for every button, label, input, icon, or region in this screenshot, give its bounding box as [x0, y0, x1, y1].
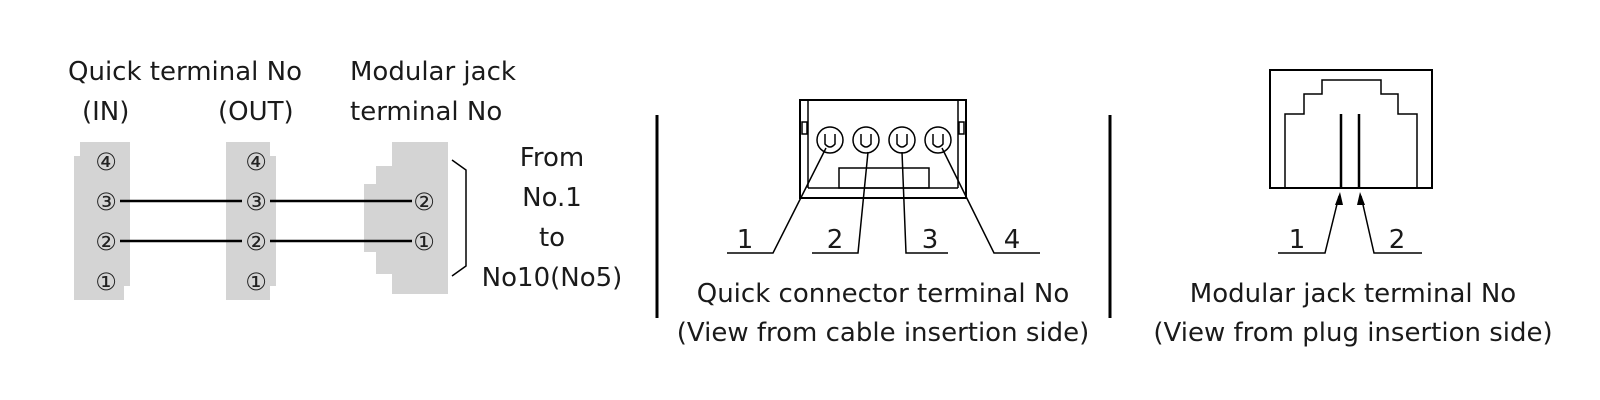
quick-pin-number-4: 4	[1004, 225, 1021, 255]
in-block-notch	[124, 286, 130, 300]
quick-connector-pin-2	[852, 126, 880, 154]
out-block-notch	[270, 142, 276, 156]
quick-connector-housing	[799, 99, 967, 199]
quick-pin-number-3: 3	[922, 225, 939, 255]
range-line-3: to	[539, 223, 565, 253]
out-terminal-4: ④	[245, 148, 267, 176]
housing-clip-left	[801, 121, 808, 135]
modular-jack-block: ② ①	[364, 142, 448, 294]
jack-block-body	[364, 142, 448, 294]
range-bracket	[451, 159, 467, 277]
jack-leader-2-arrow	[1357, 192, 1365, 205]
jack-leader-2	[1360, 195, 1422, 254]
housing-clip-right	[958, 121, 965, 135]
in-block-notch	[74, 142, 80, 156]
jack-terminal-1: ①	[413, 228, 435, 256]
out-terminal-1: ①	[245, 268, 267, 296]
quick-connector-pin-4	[924, 126, 952, 154]
in-terminal-3: ③	[95, 188, 117, 216]
quick-connector-caption-line2: (View from cable insertion side)	[677, 318, 1090, 348]
jack-pin-number-1: 1	[1289, 225, 1306, 255]
out-heading: (OUT)	[218, 97, 294, 127]
out-block-body	[226, 142, 276, 300]
modular-jack-caption-line2: (View from plug insertion side)	[1153, 318, 1552, 348]
range-line-4: No10(No5)	[482, 263, 623, 293]
out-terminal-3: ③	[245, 188, 267, 216]
modular-jack-caption-line1: Modular jack terminal No	[1190, 279, 1516, 309]
in-heading: (IN)	[82, 97, 129, 127]
range-line-2: No.1	[522, 183, 582, 213]
in-terminal-2: ②	[95, 228, 117, 256]
leader-4	[941, 147, 1040, 254]
in-terminal-block: ④ ③ ② ①	[74, 142, 130, 300]
leader-3	[901, 151, 948, 254]
quick-connector-section: 1 2 3 4 Quick connector terminal No (Vie…	[677, 99, 1090, 348]
in-terminal-1: ①	[95, 268, 117, 296]
jack-terminal-2: ②	[413, 188, 435, 216]
in-terminal-4: ④	[95, 148, 117, 176]
range-line-1: From	[520, 143, 584, 173]
modular-jack-heading-line2: terminal No	[350, 97, 502, 127]
out-terminal-2: ②	[245, 228, 267, 256]
leader-2	[812, 151, 869, 254]
modular-jack-section: 1 2 Modular jack terminal No (View from …	[1153, 69, 1553, 348]
modular-jack-outline	[1269, 69, 1433, 189]
wiring-section: Quick terminal No (IN) (OUT) Modular jac…	[68, 57, 622, 300]
jack-pin-number-2: 2	[1389, 225, 1406, 255]
quick-connector-caption-line1: Quick connector terminal No	[697, 279, 1070, 309]
leader-1	[727, 147, 827, 254]
housing-latch	[838, 167, 930, 189]
out-block-notch	[270, 286, 276, 300]
in-block-body	[74, 142, 130, 300]
modular-jack-heading-line1: Modular jack	[350, 57, 516, 87]
modular-jack-opening	[1284, 79, 1418, 188]
jack-leader-1-arrow	[1335, 192, 1343, 205]
out-terminal-block: ④ ③ ② ①	[226, 142, 276, 300]
quick-terminal-heading: Quick terminal No	[68, 57, 302, 87]
quick-connector-pin-1	[816, 126, 844, 154]
jack-leader-1	[1278, 195, 1340, 254]
quick-pin-number-1: 1	[737, 225, 754, 255]
quick-pin-number-2: 2	[827, 225, 844, 255]
